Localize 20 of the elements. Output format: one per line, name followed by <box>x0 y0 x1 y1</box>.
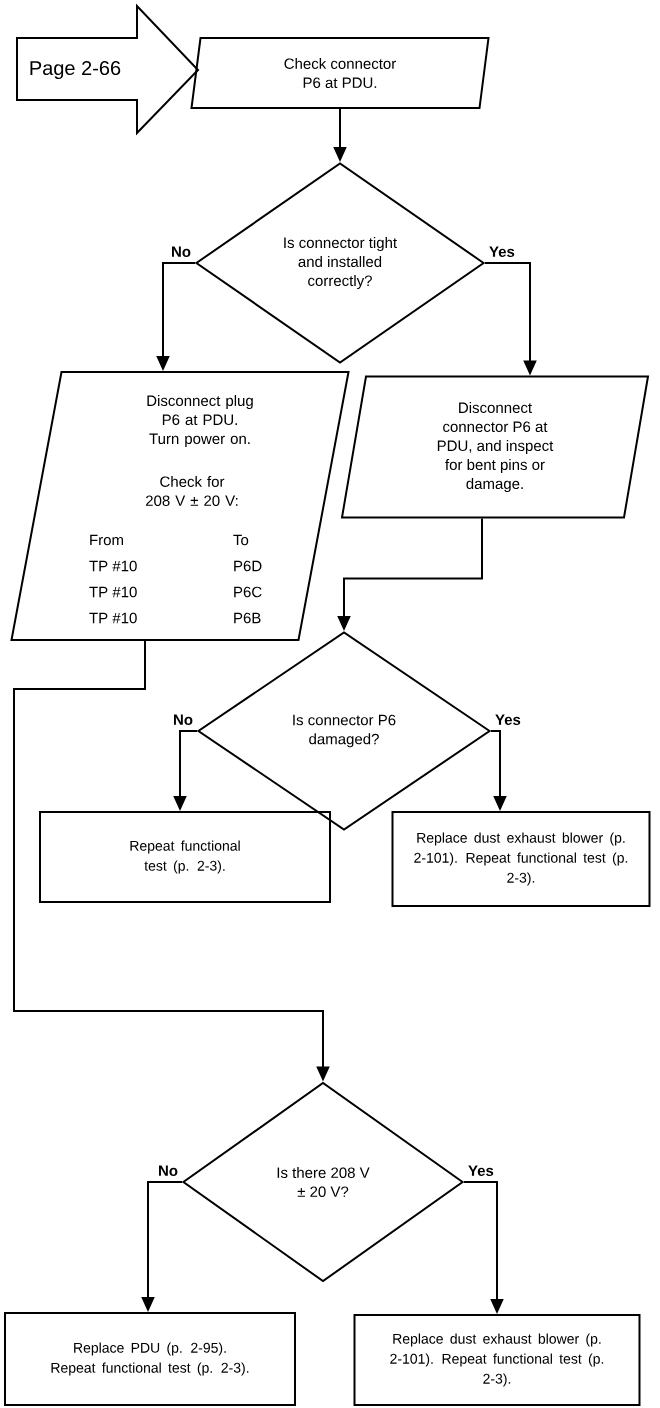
table-cell: TP #10 <box>89 560 137 572</box>
process-box: Disconnect plug P6 at PDU. Turn power on. Check for 208 V ± 20 V: From To TP #10 P6D TP #10 P6C TP #10 P6B <box>10 371 350 641</box>
table-cell: To <box>233 534 249 546</box>
edge-label: No <box>172 713 194 726</box>
table-cell: TP #10 <box>89 612 137 624</box>
edge-label: No <box>170 245 192 258</box>
process-box: Replace PDU (p. 2-95). Repeat functional test (p. 2-3). <box>4 1312 296 1406</box>
edge-label: Yes <box>494 713 522 726</box>
process-box: Repeat functional test (p. 2-3). <box>39 811 331 903</box>
process-box: Check connector P6 at PDU. <box>190 37 490 109</box>
table-cell: P6C <box>234 586 262 598</box>
process-box: Replace dust exhaust blower (p. 2-101). Repeat functional test (p. 2-3). <box>391 811 651 907</box>
edge-label: Yes <box>467 1164 495 1177</box>
table-cell: P6B <box>234 612 261 624</box>
table-cell: TP #10 <box>89 586 137 598</box>
process-box: Replace dust exhaust blower (p. 2-101). Repeat functional test (p. 2-3). <box>353 1314 641 1406</box>
edge-label: No <box>157 1164 179 1177</box>
edge-label: Yes <box>488 245 516 258</box>
table-cell: From <box>90 534 123 546</box>
table-cell: P6D <box>234 560 262 572</box>
